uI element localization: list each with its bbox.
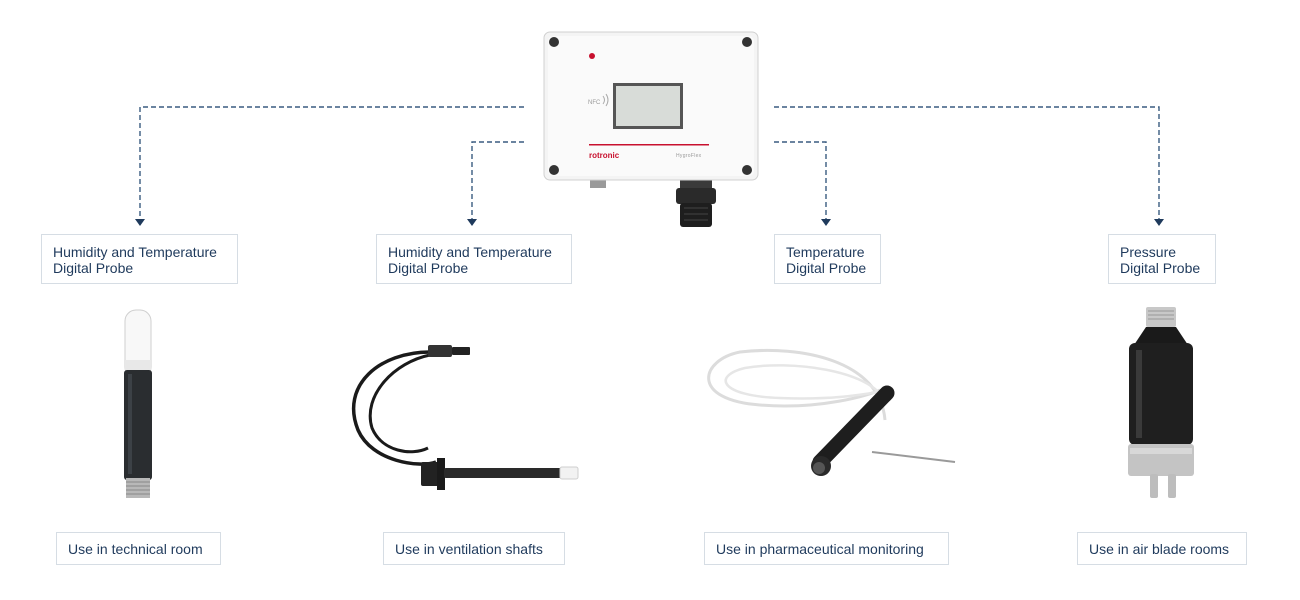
pressure-probe-image xyxy=(1128,307,1194,498)
probe-title-line2: Digital Probe xyxy=(53,260,134,276)
cable-duct-probe-image xyxy=(351,345,579,490)
usage-box-4: Use in air blade rooms xyxy=(1077,532,1247,565)
probe-title-box-4: Pressure Digital Probe xyxy=(1108,234,1216,284)
arrow-head-4 xyxy=(1154,219,1164,226)
arrow-head-1 xyxy=(135,219,145,226)
probe-title-line2: Digital Probe xyxy=(1120,260,1201,276)
connector-probe-1 xyxy=(139,106,524,220)
usage-label: Use in pharmaceutical monitoring xyxy=(716,540,924,557)
probe-title-line1: Pressure xyxy=(1120,244,1177,260)
usage-box-1: Use in technical room xyxy=(56,532,221,565)
usage-label: Use in ventilation shafts xyxy=(395,540,543,557)
model-label: HygroFlex xyxy=(676,153,702,159)
probe-title-box-2: Humidity and Temperature Digital Probe xyxy=(376,234,572,284)
rod-probe-image xyxy=(124,309,152,498)
probe-title-line1: Humidity and Temperature xyxy=(388,244,552,260)
probe-title-line2: Digital Probe xyxy=(786,260,867,276)
nfc-label: NFC xyxy=(588,100,601,106)
connector-probe-3 xyxy=(774,141,827,220)
arrow-head-2 xyxy=(467,219,477,226)
brand-logo: rotronic xyxy=(589,151,620,160)
connector-probe-4 xyxy=(774,106,1160,220)
probe-title-box-3: Temperature Digital Probe xyxy=(774,234,881,284)
connector-probe-2 xyxy=(471,141,524,220)
probe-title-line1: Humidity and Temperature xyxy=(53,244,217,260)
probe-title-line1: Temperature xyxy=(786,244,865,260)
usage-box-3: Use in pharmaceutical monitoring xyxy=(704,532,949,565)
probe-title-line2: Digital Probe xyxy=(388,260,469,276)
usage-box-2: Use in ventilation shafts xyxy=(383,532,565,565)
usage-label: Use in technical room xyxy=(68,540,203,557)
cable-temperature-probe-image xyxy=(707,348,956,476)
usage-label: Use in air blade rooms xyxy=(1089,540,1230,557)
probe-title-box-1: Humidity and Temperature Digital Probe xyxy=(41,234,238,284)
arrow-head-3 xyxy=(821,219,831,226)
